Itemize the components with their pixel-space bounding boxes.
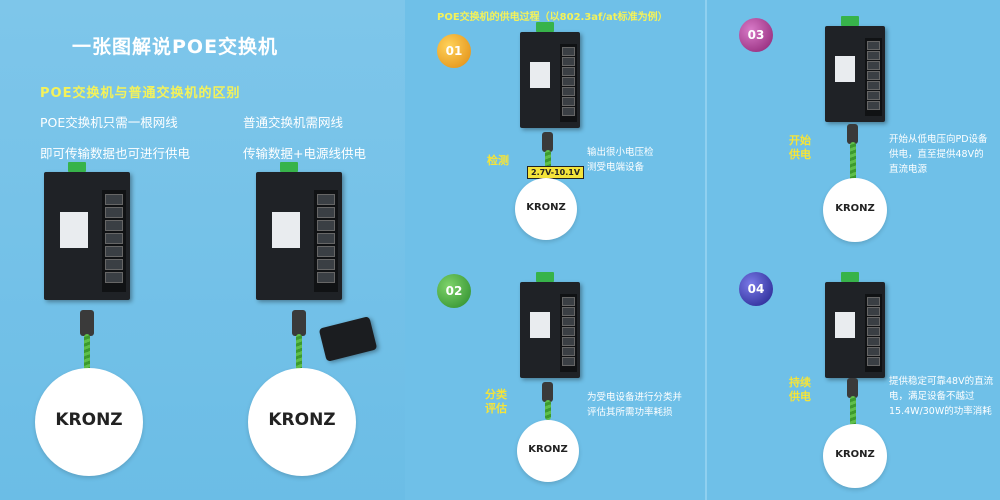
poe-description-line1: POE交换机只需一根网线 — [40, 115, 178, 130]
step-02-label: 分类评估 — [485, 388, 507, 415]
step-03-label: 开始供电 — [789, 134, 811, 161]
normal-description-line1: 普通交换机需网线 — [243, 115, 344, 130]
step-01-description: 输出很小电压检测受电端设备 — [587, 147, 654, 173]
step-04-badge: 04 — [739, 272, 773, 306]
step-01-label: 检测 — [487, 154, 509, 167]
poe-network-cable — [84, 334, 90, 392]
step-03-description: 开始从低电压向PD设备供电，直至提供48V的直流电源 — [889, 134, 988, 175]
step-02-cable — [545, 400, 551, 420]
step-02-switch-image — [520, 272, 580, 378]
step-04-label: 持续供电 — [789, 376, 811, 403]
normal-network-cable — [296, 334, 302, 392]
poe-device-logo-disc: KRONZ — [35, 368, 143, 476]
step-02-device-disc: KRONZ — [517, 420, 579, 482]
step-04-device-disc: KRONZ — [823, 424, 887, 488]
step-01-voltage-tag: 2.7V-10.1V — [527, 166, 585, 179]
process-heading: POE交换机的供电过程（以802.3af/at标准为例） — [437, 12, 668, 23]
step-01-switch-image — [520, 22, 580, 128]
power-process-panel-2: 03 开始供电 开始从低电压向PD设备供电，直至提供48V的直流电源 KRONZ… — [705, 0, 1000, 500]
comparison-panel: 一张图解说POE交换机 POE交换机与普通交换机的区别 POE交换机只需一根网线… — [0, 0, 405, 500]
step-03-connector — [847, 124, 858, 144]
step-01-cable — [545, 150, 551, 180]
step-01-connector — [542, 132, 553, 152]
kronz-logo: KRONZ — [55, 410, 123, 430]
comparison-subtitle: POE交换机与普通交换机的区别 — [40, 86, 241, 101]
step-04-cable — [850, 396, 856, 426]
kronz-logo: KRONZ — [526, 202, 566, 213]
step-04-description: 提供稳定可靠48V的直流电，满足设备不越过15.4W/30W的功率消耗 — [889, 376, 994, 417]
step-03-switch-image — [825, 16, 885, 122]
power-adapter-image — [318, 316, 378, 362]
poe-description-line2: 即可传输数据也可进行供电 — [40, 146, 191, 161]
kronz-logo: KRONZ — [835, 449, 875, 460]
normal-description-line2: 传输数据+电源线供电 — [243, 146, 366, 161]
step-02-description: 为受电设备进行分类并评估其所需功率耗损 — [587, 392, 683, 418]
step-01-device-disc: KRONZ — [515, 178, 577, 240]
step-04-switch-image — [825, 272, 885, 378]
kronz-logo: KRONZ — [835, 203, 875, 214]
infographic-title: 一张图解说POE交换机 — [72, 36, 279, 58]
normal-switch-image — [256, 162, 342, 300]
normal-device-logo-disc: KRONZ — [248, 368, 356, 476]
kronz-logo: KRONZ — [268, 410, 336, 430]
step-01-badge: 01 — [437, 34, 471, 68]
step-03-badge: 03 — [739, 18, 773, 52]
poe-cable-connector — [80, 310, 94, 336]
step-04-connector — [847, 378, 858, 398]
step-03-cable — [850, 142, 856, 184]
step-02-badge: 02 — [437, 274, 471, 308]
step-02-connector — [542, 382, 553, 402]
step-03-device-disc: KRONZ — [823, 178, 887, 242]
kronz-logo: KRONZ — [528, 444, 568, 455]
power-process-panel-1: POE交换机的供电过程（以802.3af/at标准为例） 01 检测 2.7V-… — [405, 0, 705, 500]
normal-cable-connector — [292, 310, 306, 336]
poe-switch-image — [44, 162, 130, 300]
